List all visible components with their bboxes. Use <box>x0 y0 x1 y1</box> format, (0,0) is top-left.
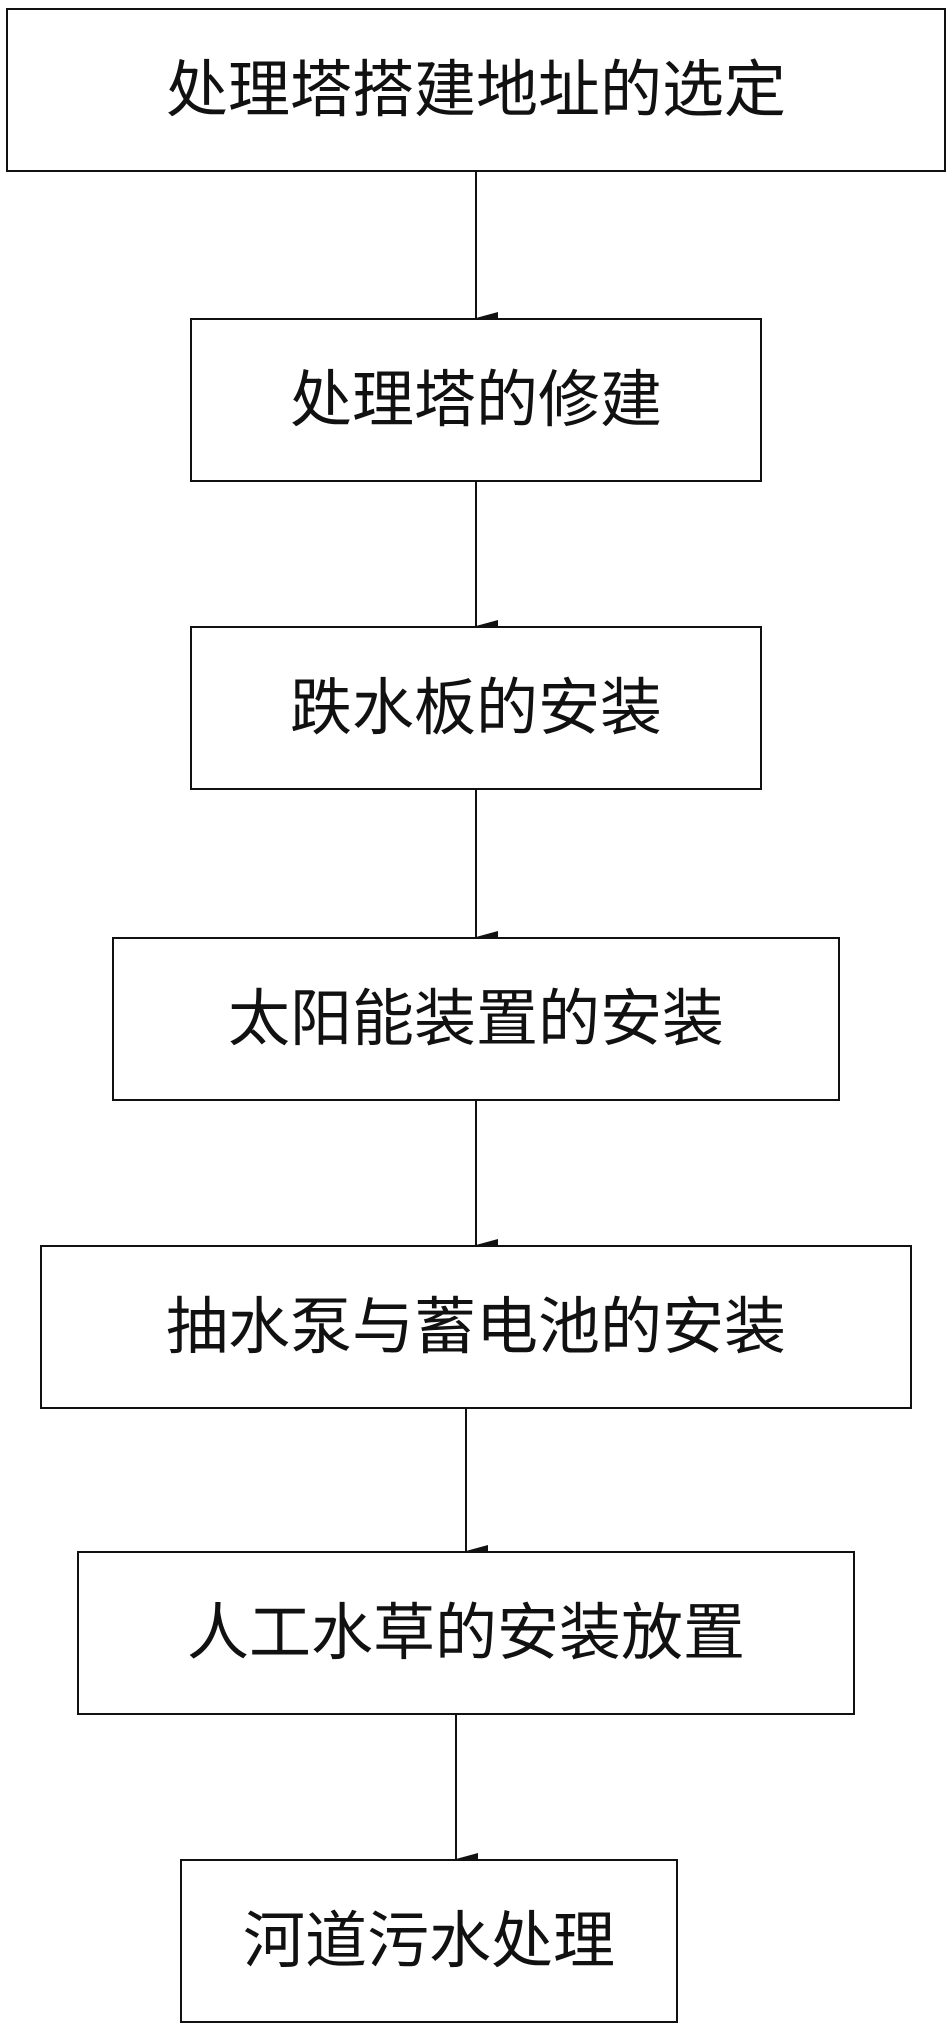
step-solar-installation: 太阳能装置的安装 <box>112 937 840 1101</box>
step-tower-construction: 处理塔的修建 <box>190 318 762 482</box>
step-drop-plate-installation: 跌水板的安装 <box>190 626 762 790</box>
step-label: 跌水板的安装 <box>289 671 662 744</box>
step-pump-battery-installation: 抽水泵与蓄电池的安装 <box>40 1245 912 1409</box>
step-label: 抽水泵与蓄电池的安装 <box>165 1290 786 1363</box>
step-label: 河道污水处理 <box>242 1904 615 1977</box>
step-label: 处理塔的修建 <box>289 363 662 436</box>
step-river-sewage-treatment: 河道污水处理 <box>180 1859 678 2023</box>
step-site-selection: 处理塔搭建地址的选定 <box>6 8 946 172</box>
step-artificial-grass-placement: 人工水草的安装放置 <box>77 1551 855 1715</box>
step-label: 处理塔搭建地址的选定 <box>165 53 786 126</box>
step-label: 太阳能装置的安装 <box>227 982 724 1055</box>
step-label: 人工水草的安装放置 <box>186 1596 745 1669</box>
